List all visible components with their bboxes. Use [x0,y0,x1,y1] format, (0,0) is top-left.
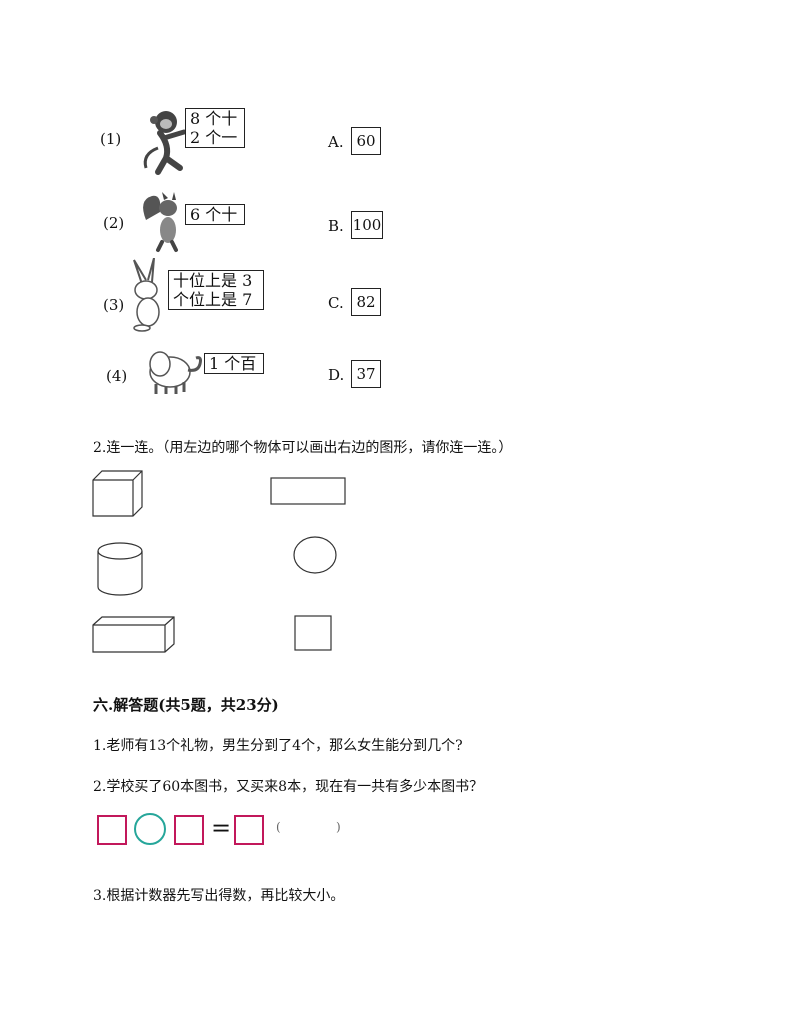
item-3-number: (3) [103,296,125,314]
option-a-letter: A. [328,133,344,151]
question-2-text: 2.连一连。（用左边的哪个物体可以画出右边的图形，请你连一连。） [93,440,513,456]
item-2-number: (2) [103,214,125,232]
option-b-box: 100 [351,211,383,239]
item-1-number: (1) [100,130,122,148]
bubble-line: 8 个十 [190,109,238,128]
cylinder-shape [97,542,143,596]
equation-operator-circle[interactable] [134,813,166,845]
option-c-letter: C. [328,294,344,312]
unit-paren-open: ( [276,820,281,834]
rectangle-shape [270,477,346,505]
item-3-bubble: 十位上是 3 个位上是 7 [168,270,264,310]
bubble-line: 十位上是 3 [173,271,253,290]
bubble-line: 2 个一 [190,128,238,147]
rabbit-icon [133,258,160,332]
option-b-letter: B. [328,217,344,235]
square-shape [294,615,332,651]
option-c-box: 82 [351,288,381,316]
cuboid-shape [92,616,175,653]
problem-2-text: 2.学校买了60本图书，又买来8本，现在有一共有多少本图书？ [93,779,484,795]
problem-1-text: 1.老师有13个礼物，男生分到了4个，那么女生能分到几个? [93,738,463,754]
item-4-number: (4) [106,367,128,385]
bubble-line: 6 个十 [190,205,238,224]
equation-box-result[interactable] [234,815,264,845]
equals-sign: = [211,814,232,842]
item-1-bubble: 8 个十 2 个一 [185,108,245,148]
problem-3-text: 3.根据计数器先写出得数，再比较大小。 [93,888,345,904]
elephant-icon [149,351,202,394]
option-d-box: 37 [351,360,381,388]
item-2-bubble: 6 个十 [185,204,245,225]
squirrel-icon [143,192,178,252]
bubble-line: 个位上是 7 [173,290,253,309]
unit-paren-close: ) [336,820,341,834]
equation-box-1[interactable] [97,815,127,845]
monkey-icon [143,111,187,175]
option-d-letter: D. [328,366,345,384]
bubble-line: 1 个百 [209,354,257,373]
equation-box-2[interactable] [174,815,204,845]
circle-shape [293,536,337,574]
item-4-bubble: 1 个百 [204,353,264,374]
section-title: 六.解答题(共5题，共23分) [93,696,279,714]
option-a-box: 60 [351,127,381,155]
cube-shape [92,470,143,517]
